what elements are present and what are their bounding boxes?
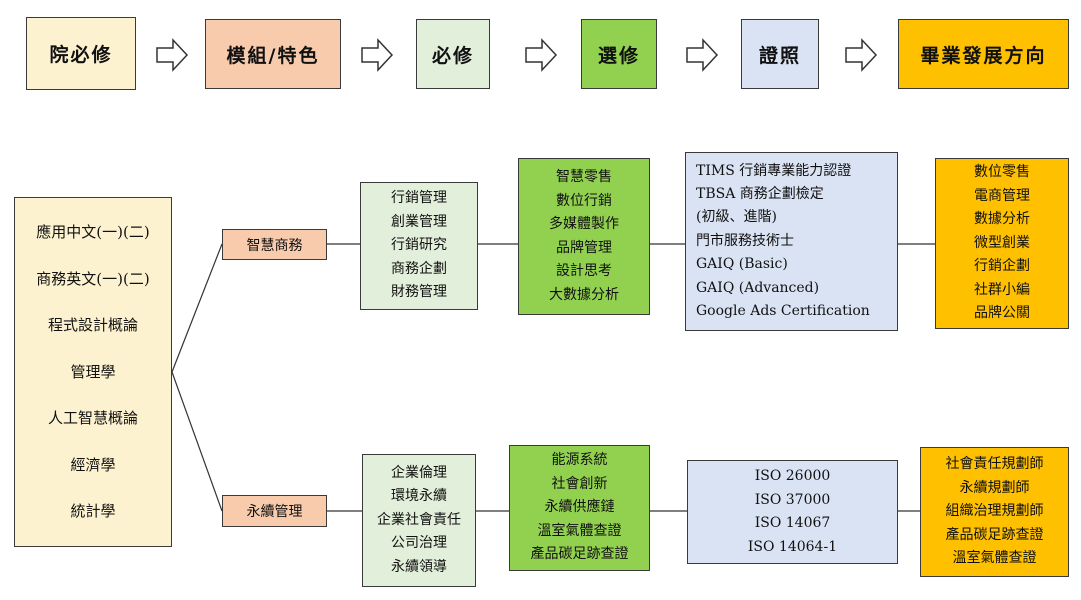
cert-item: ISO 14064-1	[747, 538, 838, 555]
header-step-required: 必修	[416, 19, 490, 89]
elective-course: 大數據分析	[549, 286, 619, 303]
header-step-label: 畢業發展方向	[920, 44, 1047, 67]
required-course: 商務企劃	[391, 260, 447, 277]
elective-course: 品牌管理	[556, 239, 612, 256]
career-item: 數位零售	[974, 164, 1030, 181]
cert-item: (初級、進階)	[696, 209, 777, 226]
required-course: 企業倫理	[391, 464, 447, 481]
branch-label: 智慧商務	[246, 237, 303, 254]
cert-item: ISO 14067	[754, 515, 831, 531]
smart-cert-box: TIMS 行銷專業能力認證 TBSA 商務企劃檢定 (初級、進階) 門市服務技術…	[685, 152, 898, 331]
header-step-label: 模組/特色	[226, 44, 320, 67]
cert-item: Google Ads Certification	[696, 303, 870, 320]
sustain-career-box: 社會責任規劃師 永續規劃師 組織治理規劃師 產品碳足跡查證 溫室氣體查證	[920, 447, 1069, 577]
connector-core-to-sustain	[171, 371, 223, 512]
career-item: 組織治理規劃師	[945, 503, 1044, 520]
career-item: 品牌公關	[974, 305, 1030, 322]
core-course: 程式設計概論	[47, 316, 138, 335]
required-course: 創業管理	[391, 213, 447, 230]
core-course: 商務英文(一)(二)	[36, 269, 150, 288]
elective-course: 智慧零售	[556, 169, 612, 185]
elective-course: 溫室氣體查證	[537, 522, 622, 539]
career-item: 數據分析	[974, 211, 1030, 228]
elective-course: 永續供應鏈	[544, 499, 615, 516]
smart-career-box: 數位零售 電商管理 數據分析 微型創業 行銷企劃 社群小編 品牌公關	[935, 158, 1069, 329]
required-course: 公司治理	[391, 535, 447, 552]
header-step-label: 必修	[431, 44, 474, 67]
core-course: 應用中文(一)(二)	[36, 223, 150, 242]
header-step-college: 院必修	[26, 17, 136, 90]
header-step-label: 證照	[758, 44, 801, 67]
cert-item: 門市服務技術士	[696, 232, 794, 249]
career-item: 社會責任規劃師	[945, 456, 1044, 473]
career-item: 社群小編	[974, 281, 1030, 298]
career-item: 行銷企劃	[974, 258, 1030, 275]
smart-required-box: 行銷管理 創業管理 行銷研究 商務企劃 財務管理	[360, 182, 478, 310]
core-courses-box: 應用中文(一)(二) 商務英文(一)(二) 程式設計概論 管理學 人工智慧概論 …	[14, 197, 172, 547]
smart-elective-box: 智慧零售 數位行銷 多媒體製作 品牌管理 設計思考 大數據分析	[518, 158, 650, 315]
required-course: 行銷研究	[391, 237, 447, 254]
required-course: 環境永續	[391, 488, 447, 505]
sustain-cert-box: ISO 26000 ISO 37000 ISO 14067 ISO 14064-…	[687, 460, 898, 564]
branch-smart-commerce: 智慧商務	[222, 229, 327, 260]
header-step-elective: 選修	[581, 19, 657, 89]
career-item: 永續規劃師	[959, 479, 1030, 496]
right-arrow-icon	[156, 38, 189, 72]
branch-sustainability: 永續管理	[222, 495, 327, 527]
cert-item: GAIQ (Basic)	[696, 256, 788, 273]
cert-item: GAIQ (Advanced)	[696, 279, 820, 296]
elective-course: 產品碳足跡查證	[530, 546, 629, 563]
core-course: 管理學	[70, 362, 116, 381]
elective-course: 數位行銷	[556, 192, 612, 209]
header-step-career: 畢業發展方向	[898, 19, 1069, 89]
career-item: 電商管理	[974, 187, 1030, 204]
right-arrow-icon	[845, 38, 878, 72]
cert-item: ISO 26000	[754, 468, 831, 484]
header-step-module: 模組/特色	[205, 19, 341, 89]
cert-item: TBSA 商務企劃檢定	[696, 185, 824, 202]
elective-course: 設計思考	[556, 263, 612, 279]
sustain-elective-box: 能源系統 社會創新 永續供應鏈 溫室氣體查證 產品碳足跡查證	[509, 445, 650, 571]
core-course: 經濟學	[70, 455, 116, 474]
required-course: 財務管理	[391, 284, 447, 301]
elective-course: 多媒體製作	[549, 216, 619, 232]
right-arrow-icon	[686, 38, 719, 72]
elective-course: 社會創新	[551, 475, 608, 492]
required-course: 永續領導	[391, 558, 447, 575]
header-step-cert: 證照	[741, 19, 819, 89]
branch-label: 永續管理	[246, 504, 303, 520]
elective-course: 能源系統	[551, 452, 608, 469]
career-item: 產品碳足跡查證	[945, 526, 1044, 543]
cert-item: ISO 37000	[754, 491, 831, 508]
core-course: 人工智慧概論	[47, 409, 138, 428]
core-course: 統計學	[70, 502, 116, 521]
header-step-label: 選修	[597, 44, 640, 67]
right-arrow-icon	[361, 38, 394, 72]
career-item: 溫室氣體查證	[952, 550, 1037, 567]
right-arrow-icon	[525, 38, 558, 72]
cert-item: TIMS 行銷專業能力認證	[696, 162, 852, 179]
required-course: 企業社會責任	[377, 511, 461, 528]
sustain-required-box: 企業倫理 環境永續 企業社會責任 公司治理 永續領導	[362, 454, 476, 587]
career-item: 微型創業	[974, 234, 1030, 251]
connector-core-to-smart	[171, 243, 223, 373]
header-step-label: 院必修	[49, 44, 113, 66]
required-course: 行銷管理	[391, 190, 447, 207]
